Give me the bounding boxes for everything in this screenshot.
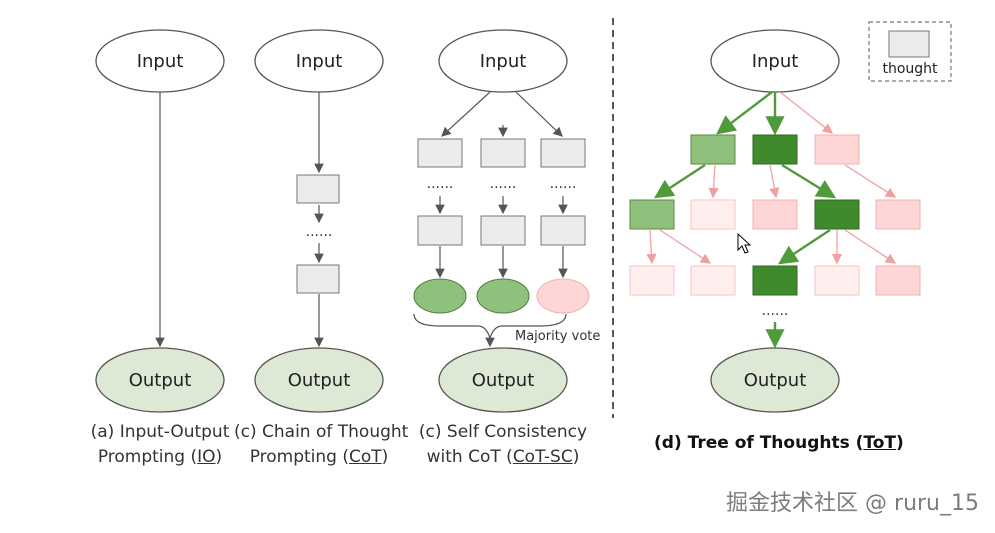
caption-cot-prefix: Prompting ( — [249, 447, 349, 467]
io-panel: Input Output — [95, 29, 225, 413]
tot-thought-light-green — [690, 134, 736, 165]
legend-frame — [868, 21, 952, 82]
cot-input-label: Input — [296, 51, 343, 72]
tot-thought-pink — [875, 265, 921, 296]
tot-edge-green — [777, 228, 831, 265]
tot-thought-faint-pink — [814, 265, 860, 296]
caption-cotsc: (c) Self Consistency with CoT (CoT-SC) — [418, 420, 588, 470]
tot-edge-pink — [844, 229, 897, 264]
cot-thought-box — [296, 264, 340, 294]
legend-label: thought — [882, 61, 938, 77]
caption-cot-abbr: CoT — [349, 447, 382, 467]
caption-cot-line2: Prompting (CoT) — [234, 445, 404, 470]
cot-thought-box — [296, 174, 340, 204]
tot-edge-pink — [646, 229, 657, 265]
cotsc-output-label: Output — [472, 370, 535, 391]
cot-output-label: Output — [288, 370, 351, 391]
cotsc-output-node — [438, 347, 568, 413]
tot-thought-pink — [875, 199, 921, 230]
legend: thought — [868, 21, 952, 82]
caption-tot-abbr: ToT — [863, 433, 897, 453]
caption-io-line1: (a) Input-Output — [90, 422, 230, 442]
caption-cotsc-abbr: CoT-SC — [512, 447, 573, 467]
majority-vote-label: Majority vote — [515, 329, 600, 344]
cotsc-ellipsis: ...... — [490, 176, 517, 192]
caption-io-abbr: IO — [197, 447, 216, 467]
cotsc-arrow — [515, 91, 563, 137]
caption-cot: (c) Chain of Thought Prompting (CoT) — [234, 420, 409, 470]
tot-thought-dark-green — [752, 265, 798, 296]
caption-cotsc-line2: with CoT (CoT-SC) — [418, 445, 588, 470]
caption-io-suffix: ) — [215, 447, 223, 467]
cot-ellipsis: ...... — [306, 224, 333, 240]
cotsc-ellipsis: ...... — [427, 176, 454, 192]
tot-thought-faint-pink — [690, 265, 736, 296]
cotsc-answer-green — [413, 278, 467, 314]
tot-panel: Input — [629, 29, 921, 413]
tot-thought-light-green — [629, 199, 675, 230]
caption-tot-suffix: ) — [896, 433, 904, 453]
io-output-label: Output — [129, 370, 192, 391]
cotsc-panel: Input ...... ...... ...... Majority — [413, 29, 600, 413]
tot-ellipsis: ...... — [762, 303, 789, 319]
cotsc-arrow — [441, 91, 491, 137]
caption-cotsc-line1: (c) Self Consistency — [418, 422, 588, 442]
cotsc-answer-green — [476, 278, 530, 314]
caption-io: (a) Input-Output Prompting (IO) — [80, 420, 240, 470]
cotsc-input-label: Input — [480, 51, 527, 72]
caption-tot-prefix: (d) Tree of Thoughts ( — [654, 433, 864, 453]
tot-edge-green — [653, 163, 706, 199]
tot-thought-faint-pink — [629, 265, 675, 296]
watermark: 掘金技术社区 @ ruru_15 — [726, 491, 979, 516]
tot-edge-pink — [844, 164, 897, 198]
tot-edge-pink — [659, 229, 712, 264]
caption-cot-line1: (c) Chain of Thought — [234, 422, 409, 442]
legend-thought-box — [888, 30, 930, 58]
tot-thought-pink — [752, 199, 798, 230]
cotsc-thought-box — [417, 215, 463, 246]
tot-output-label: Output — [744, 370, 807, 391]
cotsc-thought-box — [480, 215, 526, 246]
tot-output-node — [710, 347, 840, 413]
cotsc-ellipsis: ...... — [550, 176, 577, 192]
cot-panel: Input ...... Output — [254, 29, 384, 413]
cotsc-thought-box — [417, 138, 463, 168]
tot-thought-dark-green — [814, 199, 860, 230]
io-input-label: Input — [137, 51, 184, 72]
cotsc-answer-pink — [536, 278, 590, 314]
tot-input-label: Input — [752, 51, 799, 72]
cotsc-thought-box — [540, 138, 586, 168]
cot-output-node — [254, 347, 384, 413]
caption-tot: (d) Tree of Thoughts (ToT) — [654, 431, 904, 456]
cotsc-thought-box — [540, 215, 586, 246]
io-output-node — [95, 347, 225, 413]
caption-cotsc-suffix: ) — [572, 447, 580, 467]
tot-edge-green — [781, 163, 837, 199]
caption-io-line2: Prompting (IO) — [80, 445, 240, 470]
caption-cotsc-prefix: with CoT ( — [426, 447, 513, 467]
caption-io-prefix: Prompting ( — [97, 447, 198, 467]
cotsc-thought-box — [480, 138, 526, 168]
tot-thought-dark-green — [752, 134, 798, 165]
tot-thought-faint-pink — [690, 199, 736, 230]
tot-edge-pink — [779, 91, 834, 134]
tot-edge-green — [716, 91, 773, 135]
tot-thought-pink — [814, 134, 860, 165]
caption-cot-suffix: ) — [381, 447, 389, 467]
tot-edge-pink — [769, 164, 780, 199]
tot-edge-pink — [708, 164, 719, 199]
cotsc-input-node — [438, 29, 568, 93]
mouse-cursor-icon — [737, 232, 752, 254]
